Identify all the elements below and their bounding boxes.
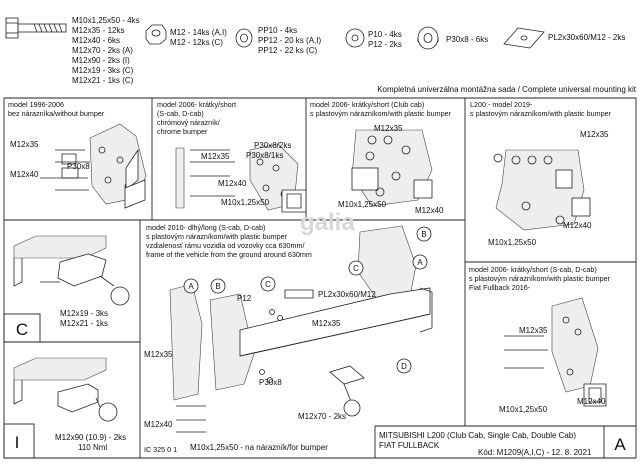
panel4-bracket <box>493 149 591 231</box>
main-label-m12x40: M12x40 <box>144 420 173 429</box>
main-line3: vzdialenosť rámu vozidla od vozovky cca … <box>146 241 305 250</box>
title-code: Kód: M1209(A,I,C) - 12. 8. 2021 <box>478 448 592 457</box>
bolt-qty-1: M10x1,25x50 - 4ks <box>72 16 140 25</box>
bolt-qty-4: M12x70 - 2ks (A) <box>72 46 133 55</box>
plate-qty: PL2x30x60/M12 - 2ks <box>548 33 625 42</box>
balli-label-m12x90: M12x90 (10.9) - 2ks <box>55 433 126 442</box>
ballc-label-m12x19: M12x19 - 3ks <box>60 309 108 318</box>
doc-code: IC 325 0 1 <box>144 445 177 454</box>
bolt-qty-3: M12x40 - 6ks <box>72 36 120 45</box>
panel4-title: L200 - model 2019- <box>470 100 533 109</box>
panel4-subtitle: s plastovým nárazníkom/with plastic bump… <box>470 109 612 118</box>
panel2-title: model 2006- krátky/short <box>157 100 236 109</box>
nut-icon <box>145 24 167 45</box>
panel3-bracket <box>351 129 433 207</box>
panel1-label-p30x8: P30x8 <box>67 162 90 171</box>
callout-a-right: A <box>417 258 423 267</box>
ballc-letter-box <box>3 313 41 343</box>
callout-c-right: C <box>353 264 359 273</box>
bolt-qty-6: M12x19 - 3ks (C) <box>72 66 134 75</box>
panel5-label-m12x35: M12x35 <box>519 326 548 335</box>
panel3-label-m12x35: M12x35 <box>374 124 403 133</box>
panel2-label-m10x125x50: M10x1,25x50 <box>221 198 270 207</box>
washer-qty-3: PP12 - 22 ks (C) <box>258 46 317 55</box>
panel2-line3: chrómový nárazník/ <box>157 118 220 127</box>
title-vehicle2: FIAT FULLBACK <box>379 441 440 450</box>
callout-a-left: A <box>188 282 194 291</box>
washer-qty-2: PP12 - 20 ks (A,I) <box>258 36 321 45</box>
panel3-label-m12x40: M12x40 <box>415 206 444 215</box>
nut-qty-1: M12 - 14ks (A,I) <box>170 28 227 37</box>
bolt-qty-7: M12x21 - 1ks (C) <box>72 76 134 85</box>
panel-frames <box>3 97 637 459</box>
panel2-label-m12x40: M12x40 <box>218 179 247 188</box>
washer-qty-1: PP10 - 4ks <box>258 26 297 35</box>
bolt-qty-5: M12x90 - 2ks (I) <box>72 56 130 65</box>
panel2-line4: chrome bumper <box>157 127 208 136</box>
ballc-letter: C <box>16 320 28 339</box>
main-drawing <box>169 225 433 433</box>
main-label-m12x35-left: M12x35 <box>144 350 173 359</box>
bolt-qty-2: M12x35 - 12ks <box>72 26 124 35</box>
main-label-m12x35-right: M12x35 <box>312 319 341 328</box>
flat-washer-icon <box>345 28 365 48</box>
panel4-label-m12x35: M12x35 <box>580 130 609 139</box>
main-label-bumper-bolts: M10x1,25x50 - na nárazník/for bumper <box>190 443 328 452</box>
balli-letter: I <box>15 433 20 452</box>
main-line2: s plastovým nárazníkom/with plastic bump… <box>146 232 288 241</box>
nut-qty-2: M12 - 12ks (C) <box>170 38 223 47</box>
panel1-bracket <box>40 123 147 209</box>
panel5-bracket <box>504 297 607 407</box>
spacer-icon <box>417 26 439 50</box>
bolt-icon <box>5 17 67 39</box>
balli-letter-box <box>3 423 35 459</box>
title-vehicle: MITSUBISHI L200 (Club Cab, Single Cab, D… <box>379 431 576 440</box>
washer2-qty-1: P10 - 4ks <box>368 30 402 39</box>
callout-d: D <box>401 362 407 371</box>
panel1-title: model 1996-2006 <box>8 100 64 109</box>
panel5-label-m12x40: M12x40 <box>577 397 606 406</box>
panel5-title: model 2006- krátky/short (S-cab, D-cab) <box>469 265 597 274</box>
panel2-label-p30x8-2ks: P30x8/2ks <box>254 141 291 150</box>
panel1-subtitle: bez nárazníka/without bumper <box>8 109 105 118</box>
watermark-logo: galia <box>300 209 355 236</box>
panel3-label-m10x125x50: M10x1,25x50 <box>338 200 387 209</box>
main-label-plate: PL2x30x60/M12 <box>318 290 376 299</box>
main-label-m12x70: M12x70 - 2ks <box>298 412 346 421</box>
panel2-bracket <box>175 143 307 213</box>
panel2-label-m12x35: M12x35 <box>201 152 230 161</box>
panel3-subtitle: s plastovým nárazníkom/with plastic bump… <box>310 109 452 118</box>
main-label-p30x8: P30x8 <box>259 378 282 387</box>
panel5-subtitle: s plastovým nárazníkom/with plastic bump… <box>469 274 611 283</box>
panel1-label-m12x40: M12x40 <box>10 170 39 179</box>
callout-circles <box>183 226 432 374</box>
callout-b-right: B <box>421 230 426 239</box>
panel4-label-m12x40: M12x40 <box>563 221 592 230</box>
title-letter: A <box>614 435 626 454</box>
panel2-line2: (S-cab, D-cab) <box>157 109 204 118</box>
washer-icon <box>235 28 253 48</box>
main-label-p12: P12 <box>237 294 252 303</box>
callout-b-left: B <box>215 282 220 291</box>
main-title: model 2010- dlhý/long (S-cab, D-cab) <box>146 223 265 232</box>
panel1-label-m12x35: M12x35 <box>10 140 39 149</box>
plate-icon <box>503 27 545 49</box>
panel2-label-p30x8-1ks: P30x8/1ks <box>246 151 283 160</box>
kit-caption: Kompletná univerzálna montážna sada / Co… <box>377 85 637 94</box>
main-line4: frame of the vehicle from the ground aro… <box>146 250 312 259</box>
towball-c-drawing <box>13 235 130 306</box>
towball-i-drawing <box>13 357 118 422</box>
panel3-title: model 2006- krátky/short (Club cab) <box>310 100 424 109</box>
spacer-qty: P30x8 - 6ks <box>446 35 488 44</box>
washer2-qty-2: P12 - 2ks <box>368 40 402 49</box>
panel5-label-m10x125x50: M10x1,25x50 <box>499 405 548 414</box>
panel5-line3: Fiat Fullback 2016- <box>469 283 531 292</box>
balli-label-torque: 110 Nml <box>78 443 107 452</box>
panel4-label-m10x125x50: M10x1,25x50 <box>488 238 537 247</box>
ballc-label-m12x21: M12x21 - 1ks <box>60 319 108 328</box>
callout-c-left: C <box>265 280 271 289</box>
